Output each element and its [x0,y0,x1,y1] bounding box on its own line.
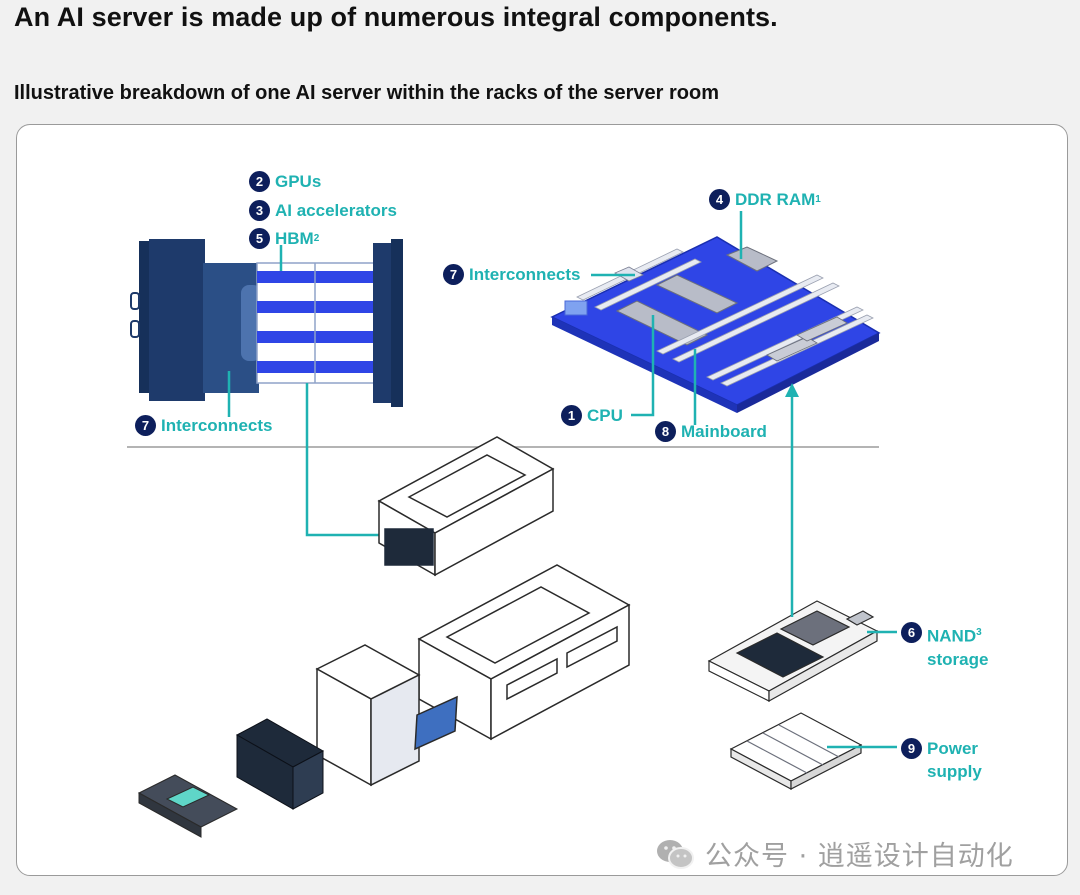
server-chassis-illustration [315,564,631,787]
label-interconnects-left: 7 Interconnects [135,415,272,436]
label-power-text: Power [927,739,979,758]
label-ai-accelerators: 3 AI accelerators [249,200,397,221]
fan-modules-illustration [235,718,325,810]
server-diagram-svg [127,211,897,838]
label-ddr-ram-sup: 1 [815,194,821,205]
badge-4: 4 [709,189,730,210]
gpu-module-illustration [130,239,403,407]
badge-8: 8 [655,421,676,442]
label-nand-storage: 6 NAND3 storage [901,621,988,671]
label-interconnects-right-text: Interconnects [469,264,581,284]
badge-5: 5 [249,228,270,249]
cable-illustration [137,774,239,838]
badge-9: 9 [901,738,922,759]
badge-3: 3 [249,200,270,221]
badge-7-right: 7 [443,264,464,285]
label-ai-accelerators-text: AI accelerators [275,200,397,220]
badge-2: 2 [249,171,270,192]
watermark-text: 公众号 · 逍遥设计自动化 [705,841,1014,872]
page-subtitle: Illustrative breakdown of one AI server … [14,82,720,104]
power-supply-illustration [729,712,863,790]
badge-6: 6 [901,622,922,643]
badge-1: 1 [561,405,582,426]
label-hbm-sup: 2 [313,233,320,244]
watermark: 公众号 · 逍遥设计自动化 [655,834,1014,873]
label-cpu-text: CPU [587,405,623,425]
label-interconnects-left-text: Interconnects [161,415,273,435]
mainboard-illustration [550,236,881,413]
label-mainboard-text: Mainboard [681,421,767,441]
label-nand-sup: 3 [976,627,982,638]
nand-storage-illustration [707,600,879,703]
label-gpus-text: GPUs [275,171,322,191]
label-power-line2: supply [927,762,982,781]
label-power-supply: 9 Power supply [901,737,982,783]
label-hbm-text: HBM [275,228,314,248]
label-ddr-ram-text: DDR RAM [735,189,816,209]
label-mainboard: 8 Mainboard [655,421,767,442]
badge-7-left: 7 [135,415,156,436]
label-nand-line2: storage [927,649,989,669]
label-gpus: 2 GPUs [249,171,321,192]
gpu-tray-illustration [377,436,555,577]
label-cpu: 1 CPU [561,405,623,426]
wechat-icon [655,837,695,871]
label-nand-text: NAND [927,626,977,646]
page-title: An AI server is made up of numerous inte… [14,2,778,32]
label-interconnects-right: 7 Interconnects [443,264,580,285]
